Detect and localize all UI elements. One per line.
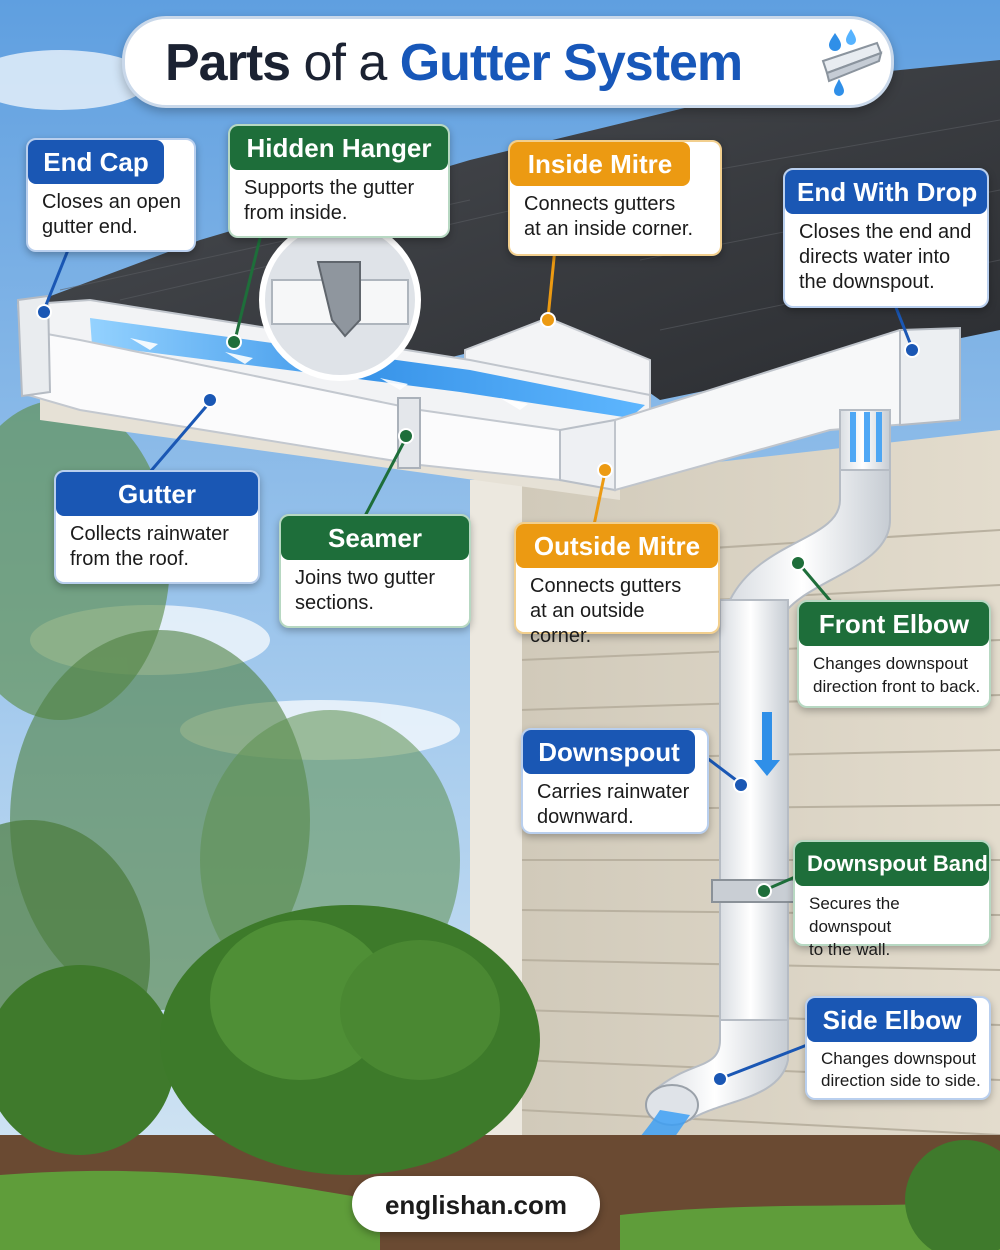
- downspout-arrow-icon: [754, 712, 780, 776]
- footer-badge: englishan.com: [352, 1176, 600, 1232]
- flow-arrows: [130, 338, 528, 410]
- label-side-elbow-line-1: Changes downspout: [821, 1049, 977, 1068]
- label-outside-mitre: Outside Mitre Connects gutters at an out…: [514, 522, 720, 647]
- label-end-with-drop-heading: End With Drop: [785, 170, 987, 214]
- label-gutter-description: Collects rainwater from the roof.: [70, 522, 250, 572]
- label-outside-mitre-heading: Outside Mitre: [516, 524, 718, 568]
- shrubs: [0, 905, 1000, 1250]
- callout-leaders: [36, 229, 920, 1087]
- lawn-right: [620, 1200, 1000, 1250]
- title-part-2: of a: [303, 34, 388, 92]
- label-downspout-heading: Downspout: [523, 730, 695, 774]
- hidden-hanger-part: [316, 261, 361, 338]
- label-end-cap-line-1: Closes an open: [42, 191, 181, 213]
- label-downspout: Downspout Carries rainwater downward.: [521, 728, 709, 834]
- label-front-elbow-line-2: direction front to back.: [813, 677, 981, 696]
- label-hidden-hanger-line-1: Supports the gutter: [244, 177, 415, 199]
- label-end-with-drop-line-3: the downspout.: [799, 271, 935, 293]
- downspout-band-part: [711, 879, 799, 903]
- label-hidden-hanger-heading: Hidden Hanger: [230, 126, 448, 170]
- label-downspout-band: Downspout Band Secures the downspout to …: [793, 840, 991, 959]
- label-hidden-hanger-description: Supports the gutter from inside.: [244, 176, 440, 226]
- label-hidden-hanger: Hidden Hanger Supports the gutter from i…: [228, 124, 450, 238]
- end-cap-part: [16, 294, 52, 398]
- title-part-3: Gutter System: [399, 34, 743, 92]
- label-front-elbow: Front Elbow Changes downspout direction …: [797, 600, 991, 708]
- label-side-elbow: Side Elbow Changes downspout direction s…: [805, 996, 991, 1100]
- label-gutter-heading: Gutter: [56, 472, 258, 516]
- label-end-with-drop-line-1: Closes the end and: [799, 221, 972, 243]
- label-end-with-drop: End With Drop Closes the end and directs…: [783, 168, 989, 308]
- label-end-cap-line-2: gutter end.: [42, 216, 138, 238]
- label-end-cap-description: Closes an open gutter end.: [42, 190, 186, 240]
- label-outside-mitre-line-2: at an outside corner.: [530, 600, 645, 647]
- label-end-with-drop-description: Closes the end and directs water into th…: [799, 220, 979, 295]
- label-end-cap: End Cap Closes an open gutter end.: [26, 138, 196, 252]
- label-inside-mitre-line-1: Connects gutters: [524, 193, 676, 215]
- label-downspout-band-heading: Downspout Band: [795, 842, 989, 886]
- label-seamer-line-2: sections.: [295, 592, 374, 614]
- page-title: Parts of a Gutter System: [165, 33, 743, 93]
- label-front-elbow-description: Changes downspout direction front to bac…: [813, 652, 981, 698]
- outside-mitre-corner: [559, 418, 616, 492]
- label-inside-mitre: Inside Mitre Connects gutters at an insi…: [508, 140, 722, 256]
- label-downspout-line-2: downward.: [537, 806, 634, 828]
- label-inside-mitre-line-2: at an inside corner.: [524, 218, 693, 240]
- label-side-elbow-heading: Side Elbow: [807, 998, 977, 1042]
- downspout-pipe: [719, 599, 789, 1031]
- downspout-water-in: [850, 412, 882, 462]
- label-end-with-drop-line-2: directs water into: [799, 246, 951, 268]
- label-inside-mitre-heading: Inside Mitre: [510, 142, 690, 186]
- label-end-cap-heading: End Cap: [28, 140, 164, 184]
- label-side-elbow-line-2: direction side to side.: [821, 1071, 981, 1090]
- label-front-elbow-heading: Front Elbow: [799, 602, 989, 646]
- label-downspout-line-1: Carries rainwater: [537, 781, 690, 803]
- title-part-1: Parts: [165, 34, 291, 92]
- label-side-elbow-description: Changes downspout direction side to side…: [821, 1048, 981, 1092]
- label-downspout-band-line-2: to the wall.: [809, 940, 891, 959]
- label-front-elbow-line-1: Changes downspout: [813, 654, 969, 673]
- title-banner: Parts of a Gutter System: [122, 16, 894, 108]
- lawn-left: [0, 1170, 380, 1250]
- label-gutter: Gutter Collects rainwater from the roof.: [54, 470, 260, 584]
- label-outside-mitre-description: Connects gutters at an outside corner.: [530, 574, 710, 649]
- label-gutter-line-1: Collects rainwater: [70, 523, 229, 545]
- label-outside-mitre-line-1: Connects gutters: [530, 575, 682, 597]
- label-downspout-band-line-1: Secures the downspout: [809, 894, 900, 936]
- label-gutter-line-2: from the roof.: [70, 548, 189, 570]
- site-name: englishan.com: [384, 1190, 568, 1220]
- label-seamer-description: Joins two gutter sections.: [295, 566, 461, 616]
- label-seamer: Seamer Joins two gutter sections.: [279, 514, 471, 628]
- label-downspout-band-description: Secures the downspout to the wall.: [809, 892, 981, 961]
- label-seamer-heading: Seamer: [281, 516, 469, 560]
- label-hidden-hanger-line-2: from inside.: [244, 202, 348, 224]
- label-downspout-description: Carries rainwater downward.: [537, 780, 699, 830]
- label-seamer-line-1: Joins two gutter: [295, 567, 436, 589]
- gutter-droplets-icon: [821, 29, 883, 96]
- label-inside-mitre-description: Connects gutters at an inside corner.: [524, 192, 712, 242]
